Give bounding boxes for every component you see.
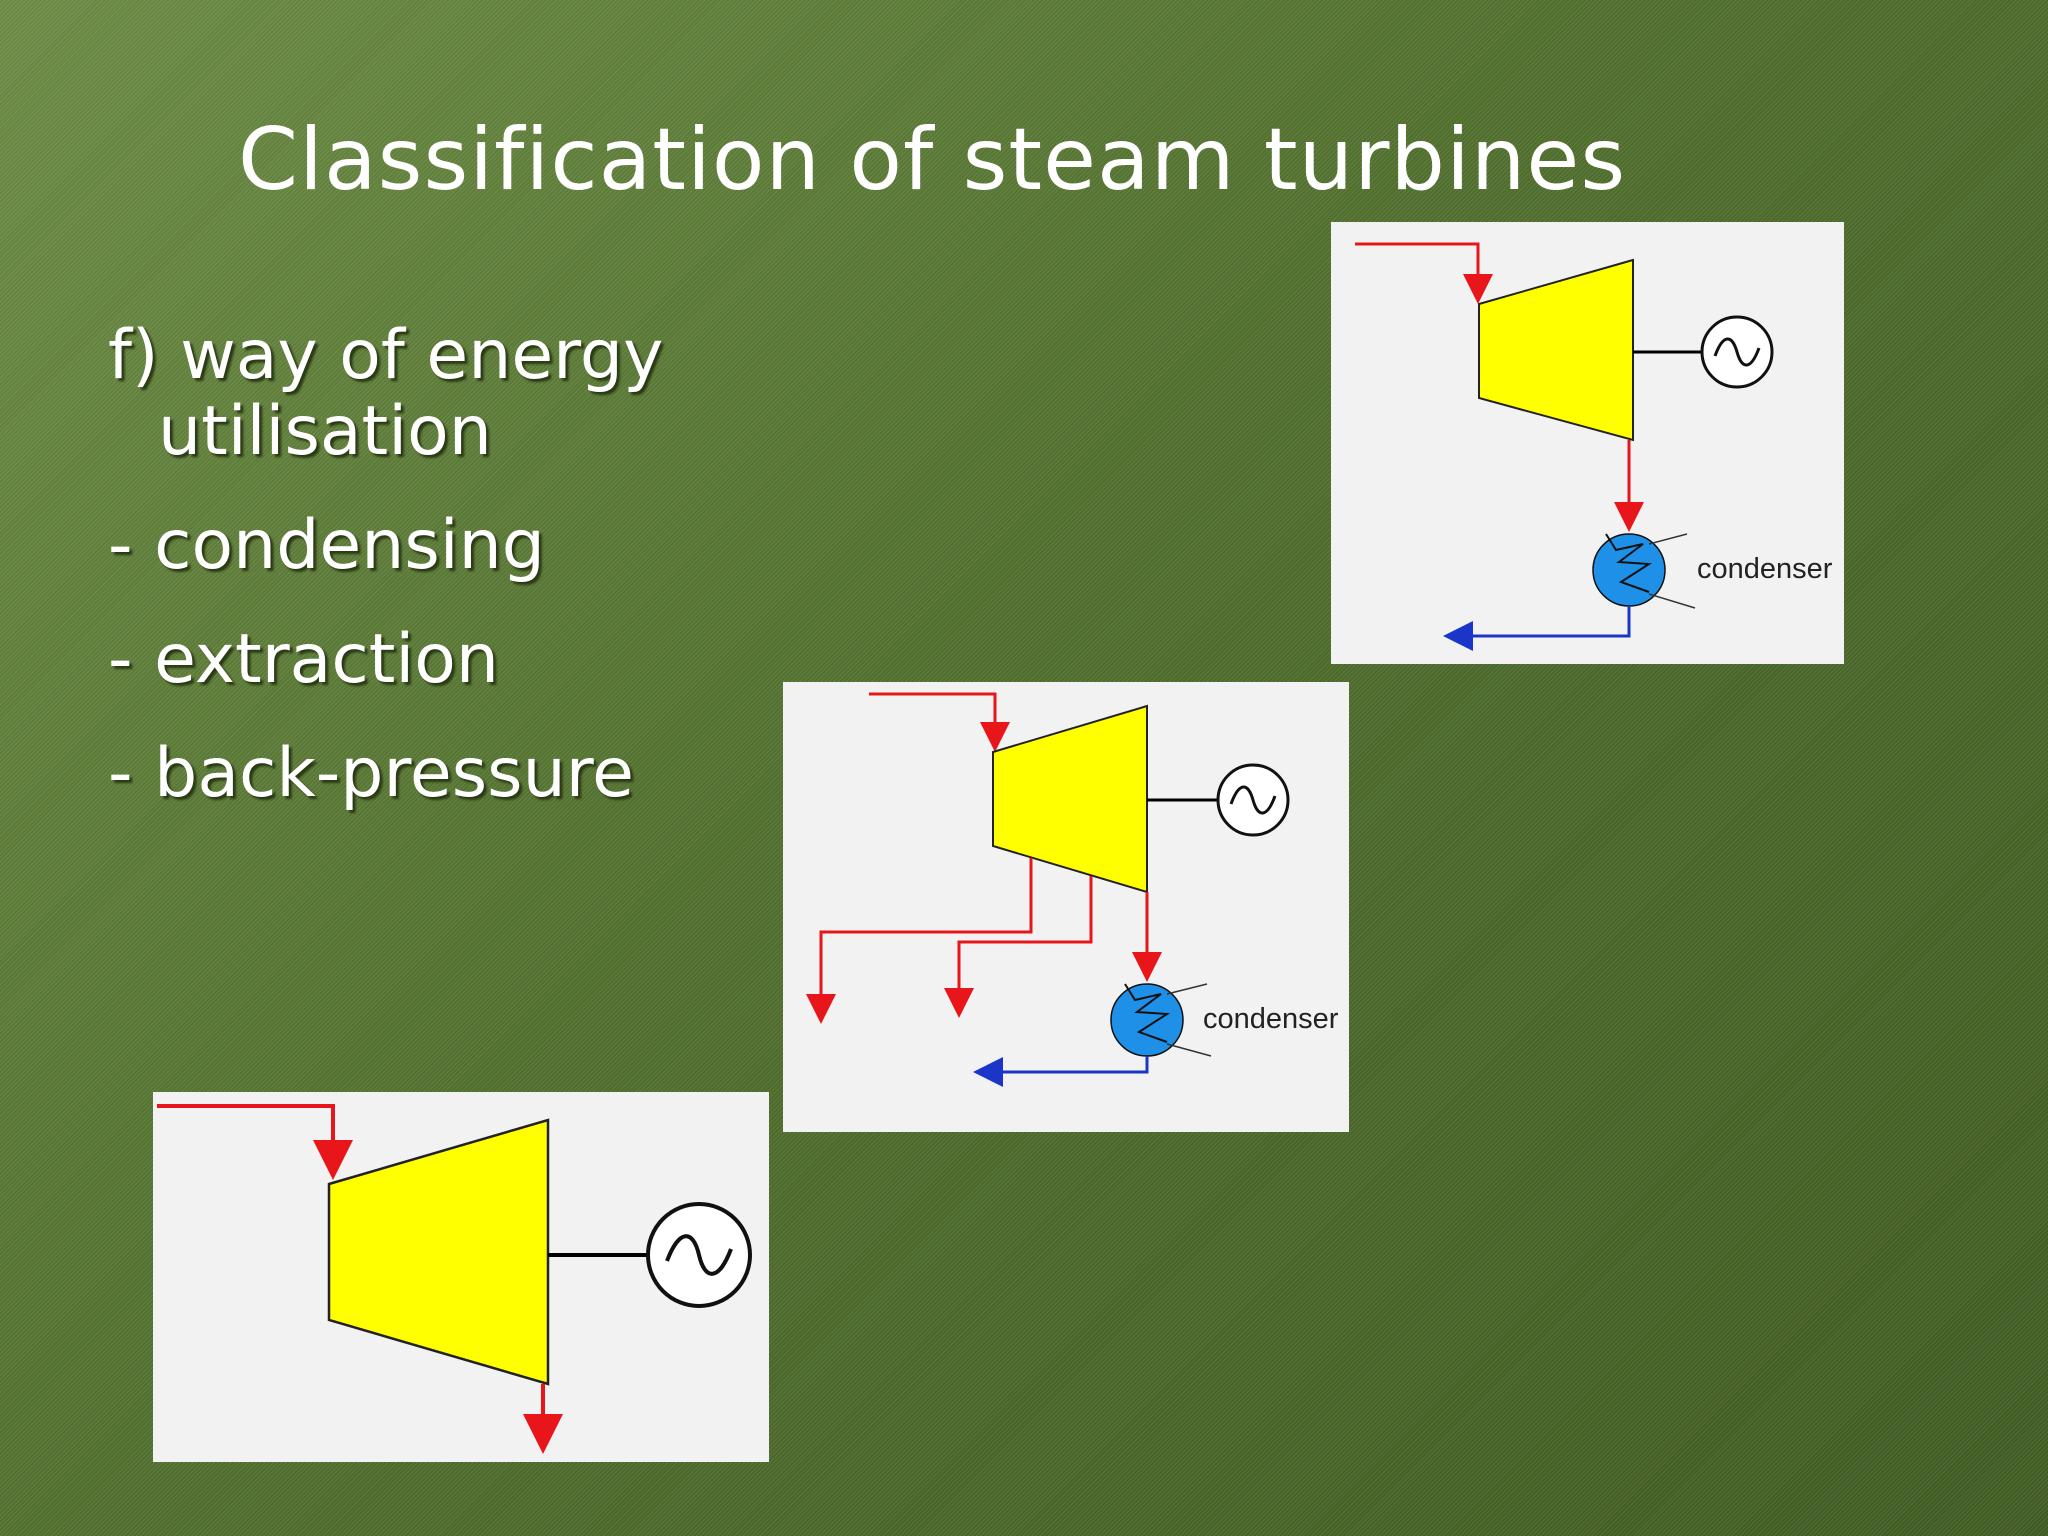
condenser-icon [1592,533,1696,609]
extraction-line-2 [944,876,1093,1018]
extraction-turbine-diagram: condenser [783,682,1349,1132]
steam-inlet-line [869,692,1010,752]
bullet-extraction: - extraction [108,620,499,699]
bullet-category: f) way of energy utilisation [108,316,664,471]
turbine-shape [1478,258,1634,442]
condensate-line [1443,606,1631,651]
back-pressure-turbine-diagram [153,1092,769,1462]
generator-icon [646,1202,752,1308]
extraction-line-1 [806,858,1033,1024]
condensate-line [973,1056,1149,1087]
turbine-shape [327,1118,550,1386]
bullet-back-pressure: - back-pressure [108,734,635,813]
slide-title: Classification of steam turbines [238,110,1627,210]
condenser-icon [1110,983,1212,1057]
bullet-list: f) way of energy utilisation - condensin… [108,318,778,850]
steam-inlet-line [1355,242,1493,304]
steam-inlet-line [157,1104,353,1180]
generator-icon [1700,315,1774,389]
generator-icon [1216,763,1290,837]
bullet-condensing: - condensing [108,506,545,585]
condenser-label: condenser [1203,1003,1339,1035]
condenser-label: condenser [1697,553,1833,585]
condensing-turbine-diagram: condenser [1331,222,1844,664]
